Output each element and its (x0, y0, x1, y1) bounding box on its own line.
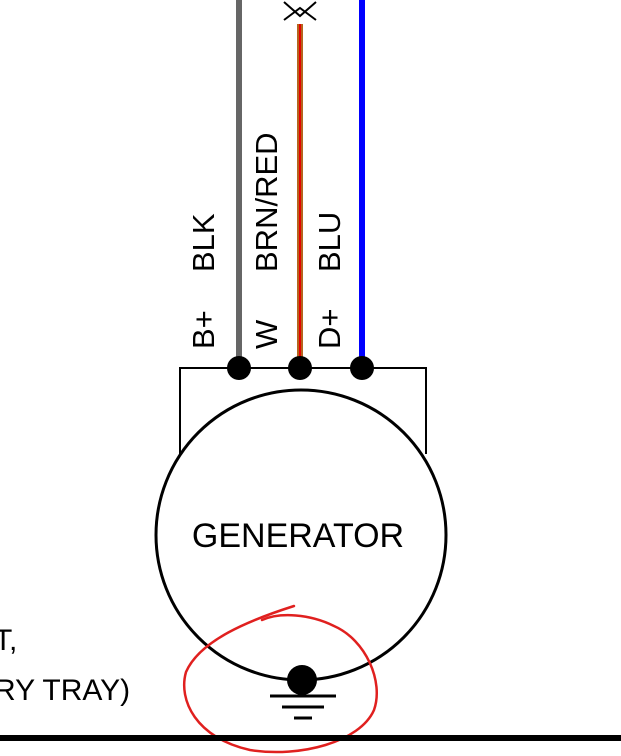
terminal-label-w: W (249, 319, 284, 349)
ground-icon (270, 665, 336, 720)
terminal-label-b-plus: B+ (186, 310, 221, 349)
ground-note-line-1: T, (0, 624, 17, 657)
ground-note-line-2: RY TRAY) (0, 674, 130, 707)
terminal-dot-d-plus (350, 356, 374, 380)
annotation-circle (182, 604, 379, 754)
terminal-dot-w (288, 356, 312, 380)
wire-label-brn-red: BRN/RED (249, 132, 284, 272)
generator-label: GENERATOR (192, 517, 404, 555)
terminal-dot-b-plus (227, 356, 251, 380)
wire-label-blk: BLK (186, 213, 221, 272)
wire-label-blu: BLU (312, 212, 347, 272)
terminal-label-d-plus: D+ (312, 309, 347, 350)
connector-icon (283, 1, 317, 21)
